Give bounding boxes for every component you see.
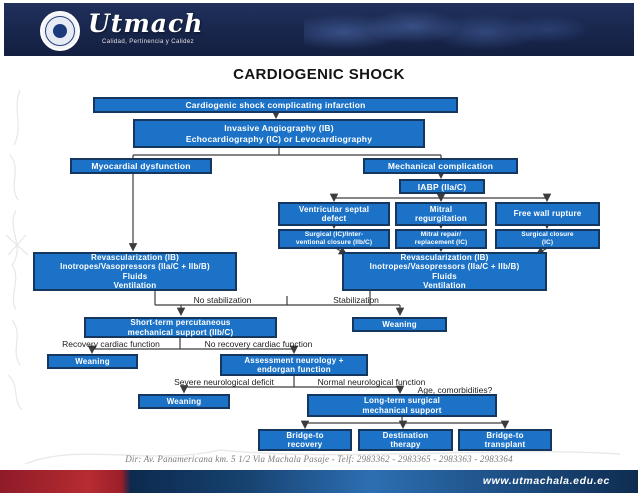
edge-label-stabilization: Stabilization [333,294,379,305]
node-surgical-closure: Surgical closure (IC) [495,229,600,249]
brand-name: Utmach [88,9,204,38]
footer-address: Dir: Av. Panamericana km. 5 1/2 Via Mach… [125,454,513,464]
edge-label-no-stabilization: No stabilization [193,294,252,305]
edge-label-severe-neurological-deficit: Severe neurological deficit [174,376,274,387]
node-myocardial-dysfunction: Myocardial dysfunction [70,158,212,174]
edge-label-normal-neurological-function: Normal neurological function [317,376,426,387]
node-destination-therapy: Destination therapy [358,429,453,451]
university-seal-icon [45,16,75,46]
website-url: www.utmachala.edu.ec [482,475,610,487]
node-weaning-after-recovery: Weaning [47,354,138,369]
edge-label-no-recovery-cardiac-function: No recovery cardiac function [204,338,313,349]
node-invasive-angiography: Invasive Angiography (IB) Echocardiograp… [133,119,425,148]
node-revascularization-left: Revascularization (IB) Inotropes/Vasopre… [33,252,237,291]
node-mitral-repair-replacement: Mitral repair/ replacement (IC) [395,229,487,249]
node-assessment-neurology: Assessment neurology + endorgan function [220,354,368,376]
node-free-wall-rupture: Free wall rupture [495,202,600,226]
node-short-term-support: Short-term percutaneous mechanical suppo… [84,317,277,338]
node-surgical-interventional-closure: Surgical (IC)/Inter- ventional closure (… [278,229,390,249]
header-bar: Utmach Calidad, Pertinencia y Calidez [4,3,634,56]
node-bridge-to-transplant: Bridge-to transplant [458,429,552,451]
edge-label-recovery-cardiac-function: Recovery cardiac function [62,338,160,349]
university-logo [40,11,80,51]
brand-tagline: Calidad, Pertinencia y Calidez [102,39,195,45]
header-campus-image [304,3,634,56]
edge-label-age-comorbidities: Age, comorbidities? [417,384,493,395]
page-title: CARDIOGENIC SHOCK [233,66,405,83]
node-revascularization-right: Revascularization (IB) Inotropes/Vasopre… [342,252,547,291]
node-mitral-regurgitation: Mitral regurgitation [395,202,487,226]
left-watermark-decoration [5,89,29,411]
node-ventricular-septal-defect: Ventricular septal defect [278,202,390,226]
node-bridge-to-recovery: Bridge-to recovery [258,429,352,451]
node-iabp: IABP (IIa/C) [399,179,485,194]
node-weaning-after-deficit: Weaning [138,394,230,409]
node-complicating-infarction: Cardiogenic shock complicating infarctio… [93,97,458,113]
node-weaning-after-stabilization: Weaning [352,317,447,332]
node-long-term-support: Long-term surgical mechanical support [307,394,497,417]
node-mechanical-complication: Mechanical complication [363,158,518,174]
footer-bar [0,470,638,493]
